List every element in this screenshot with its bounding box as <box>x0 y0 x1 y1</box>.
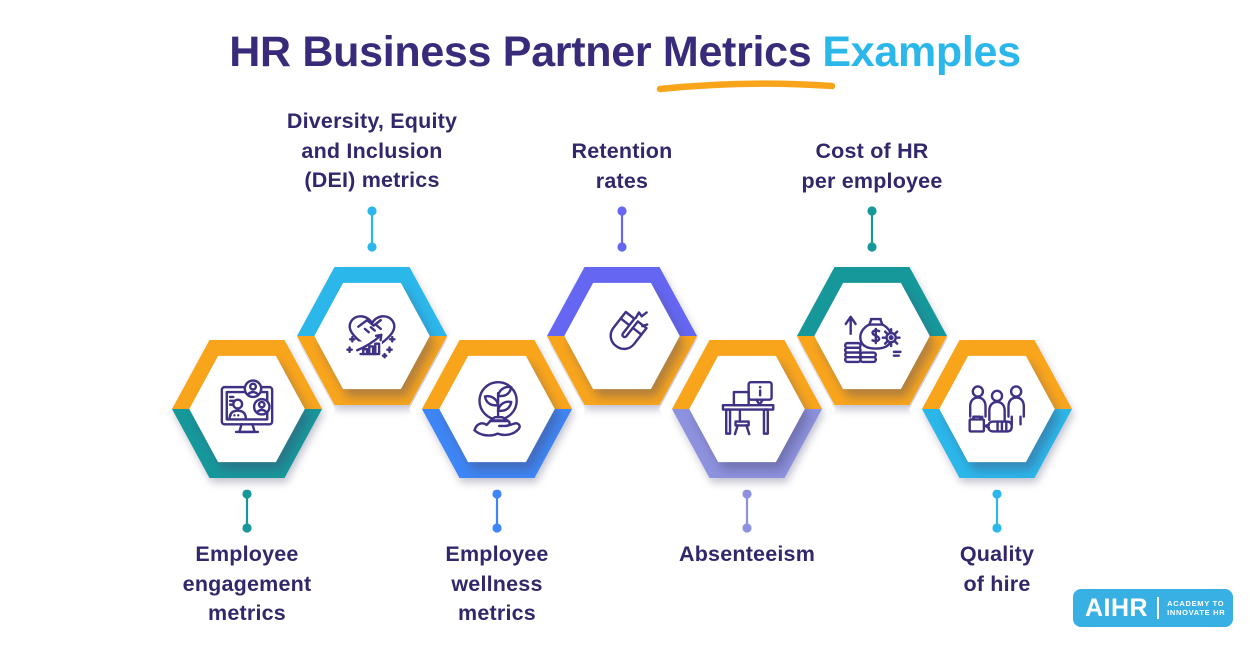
hexagon-ring-bottom <box>547 336 697 405</box>
hexagon-ring-bottom <box>422 409 572 478</box>
title-highlight-text: Examples <box>822 28 1021 76</box>
hexagon-inner <box>314 282 430 390</box>
label-retention-rates: Retention rates <box>571 139 673 193</box>
aihr-logo-tagline-line2: INNOVATE HR <box>1167 608 1226 617</box>
handshake-heart-growth-icon <box>337 301 407 371</box>
label-employee-wellness-metrics: Employee wellness metrics <box>445 542 549 625</box>
hexagon-ring-bottom <box>172 409 322 478</box>
aihr-logo-divider <box>1157 597 1160 619</box>
hexagon-ring-bottom <box>672 409 822 478</box>
magnet-icon <box>587 301 657 371</box>
hexagon-inner <box>189 355 305 463</box>
plant-in-hand-icon <box>462 374 532 444</box>
hexagon-employee-engagement-metrics <box>158 326 336 492</box>
hexagon-cost-of-hr-per-employee <box>783 253 961 419</box>
hexagon-ring-top <box>547 267 697 336</box>
hexagon-ring-bottom <box>797 336 947 405</box>
connector-employee-wellness-metrics <box>492 489 502 533</box>
label-absenteeism: Absenteeism <box>678 542 816 566</box>
label-employee-engagement-metrics: Employee engagement metrics <box>182 542 312 625</box>
hexagon-ring-bottom <box>922 409 1072 478</box>
aihr-logo-tagline-line1: ACADEMY TO <box>1167 598 1225 608</box>
hexagon-ring-top <box>297 267 447 336</box>
hexagon-ring-top <box>922 340 1072 409</box>
connector-employee-engagement-metrics <box>242 489 252 533</box>
video-call-monitor-icon <box>212 374 282 444</box>
label-cost-of-hr-per-employee: Cost of HR per employee <box>801 139 943 193</box>
hexagon-employee-wellness-metrics <box>408 326 586 492</box>
hexagon-inner <box>814 282 930 390</box>
aihr-logo-brand: AIHR <box>1085 593 1149 622</box>
connector-retention-rates <box>617 206 627 252</box>
connector-quality-of-hire <box>992 489 1002 533</box>
connector-dei-metrics <box>367 206 377 252</box>
hexagon-dei-metrics <box>283 253 461 419</box>
hexagon-quality-of-hire <box>908 326 1086 492</box>
connector-cost-of-hr-per-employee <box>867 206 877 252</box>
hexagon-ring-top <box>422 340 572 409</box>
hexagon-retention-rates <box>533 253 711 419</box>
money-bag-coins-icon <box>837 301 907 371</box>
hexagon-ring-top <box>172 340 322 409</box>
hexagon-ring-top <box>672 340 822 409</box>
label-quality-of-hire: Quality of hire <box>959 542 1035 596</box>
title-main-text: HR Business Partner Metrics <box>229 28 812 76</box>
aihr-logo: AIHR ACADEMY TO INNOVATE HR <box>1073 589 1233 627</box>
hexagon-absenteeism <box>658 326 836 492</box>
hexagon-ring-top <box>797 267 947 336</box>
connector-absenteeism <box>742 489 752 533</box>
hexagon-ring-bottom <box>297 336 447 405</box>
label-dei-metrics: Diversity, Equity and Inclusion (DEI) me… <box>286 109 458 192</box>
candidates-handshake-icon <box>962 374 1032 444</box>
aihr-logo-tagline: ACADEMY TO INNOVATE HR <box>1167 599 1225 618</box>
empty-desk-icon <box>712 374 782 444</box>
metrics-underline-swoosh <box>656 80 836 93</box>
